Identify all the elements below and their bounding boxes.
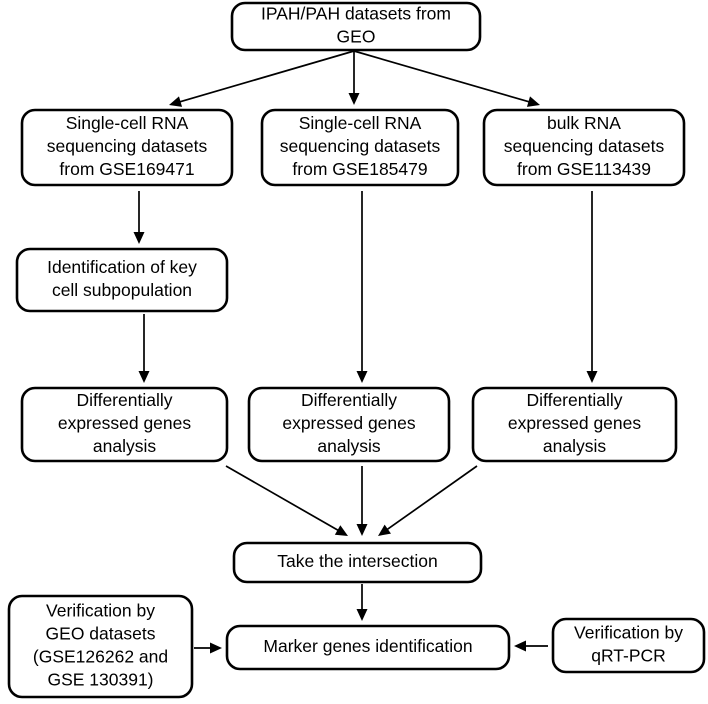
edge-deg3-to-intersect-arrowhead xyxy=(378,524,391,536)
edge-source-to-sc2 xyxy=(348,51,360,105)
verification-by-qrt-pcr-node-label-line-2: qRT-PCR xyxy=(591,646,666,666)
deg-analysis-left-node-label-line-2: expressed genes xyxy=(58,413,192,433)
verification-by-qrt-pcr-node-shape xyxy=(551,617,706,674)
deg-analysis-middle-node-label-line-2: expressed genes xyxy=(282,413,416,433)
marker-genes-identification-node-label-line-1: Marker genes identification xyxy=(263,636,472,656)
edge-verify-geo-to-marker-arrowhead xyxy=(210,642,222,654)
single-cell-gse169471-node-label-line-1: Single-cell RNA xyxy=(66,113,189,133)
deg-analysis-left-node-label-line-1: Differentially xyxy=(77,390,173,410)
bulk-rna-gse113439-node-label-line-1: bulk RNA xyxy=(547,113,621,133)
edge-bulk-to-deg3-arrowhead xyxy=(586,371,598,383)
verification-by-geo-datasets-node-shape xyxy=(7,594,194,699)
edges-layer xyxy=(133,50,598,654)
edge-deg1-to-intersect-arrowhead xyxy=(334,525,348,536)
edge-source-to-bulk xyxy=(353,50,540,107)
edge-verify-qrt-to-marker xyxy=(514,640,548,652)
verification-by-qrt-pcr-node-label-line-1: Verification by xyxy=(574,623,683,643)
single-cell-gse185479-node-label-line-1: Single-cell RNA xyxy=(299,113,422,133)
deg-analysis-left-node-shape xyxy=(20,386,229,463)
edge-source-to-sc1-arrowhead xyxy=(169,96,183,107)
deg-analysis-middle-node-label-line-3: analysis xyxy=(317,436,380,456)
single-cell-gse185479-node-label-line-3: from GSE185479 xyxy=(292,159,427,179)
edge-sc1-to-subpop-arrowhead xyxy=(133,232,145,244)
deg-analysis-right-node-label-line-2: expressed genes xyxy=(508,413,642,433)
key-cell-subpopulation-node[interactable]: Identification of key cell subpopulation xyxy=(15,247,229,313)
marker-genes-identification-node-shape xyxy=(225,624,511,671)
edge-source-to-sc2-arrowhead xyxy=(348,93,360,105)
edge-source-to-sc1 xyxy=(169,50,355,107)
deg-analysis-right-node-label-line-3: analysis xyxy=(543,436,606,456)
bulk-rna-gse113439-node[interactable]: bulk RNA sequencing datasets from GSE11343… xyxy=(482,108,686,187)
edge-bulk-to-deg3 xyxy=(586,191,598,383)
take-the-intersection-node[interactable]: Take the intersection xyxy=(232,541,483,584)
deg-analysis-left-node[interactable]: Differentially expressed genes analysis xyxy=(20,386,229,463)
single-cell-gse185479-node-shape xyxy=(260,108,460,187)
edge-subpop-to-deg1 xyxy=(138,314,150,383)
edge-sc2-to-deg2 xyxy=(356,191,368,383)
ipah-pah-datasets-node-label-line-2: GEO xyxy=(337,27,376,47)
edge-source-to-bulk-line xyxy=(353,50,531,104)
ipah-pah-datasets-node-shape xyxy=(230,1,482,52)
edge-verify-geo-to-marker xyxy=(194,642,222,654)
edge-deg2-to-intersect xyxy=(356,466,368,536)
key-cell-subpopulation-node-shape xyxy=(15,247,229,313)
single-cell-gse185479-node-label-line-2: sequencing datasets xyxy=(280,136,441,156)
deg-analysis-right-node-label-line-1: Differentially xyxy=(527,390,623,410)
verification-by-geo-datasets-node-label-line-3: (GSE126262 and xyxy=(33,647,168,667)
edge-source-to-sc1-line xyxy=(178,50,355,104)
edge-deg3-to-intersect-line xyxy=(385,465,478,531)
ipah-pah-datasets-node-label-line-1: IPAH/PAH datasets from xyxy=(261,4,451,24)
verification-by-geo-datasets-node-label-line-2: GEO datasets xyxy=(46,624,156,644)
edge-sc1-to-subpop xyxy=(133,191,145,244)
single-cell-gse169471-node-shape xyxy=(20,108,234,187)
edge-intersect-to-marker xyxy=(356,584,368,621)
deg-analysis-right-node-shape xyxy=(471,386,678,463)
edge-deg2-to-intersect-arrowhead xyxy=(356,524,368,536)
key-cell-subpopulation-node-label-line-2: cell subpopulation xyxy=(52,280,192,300)
key-cell-subpopulation-node-label-line-1: Identification of key xyxy=(47,257,197,277)
verification-by-geo-datasets-node-label-line-1: Verification by xyxy=(46,601,155,621)
single-cell-gse169471-node-label-line-3: from GSE169471 xyxy=(59,159,194,179)
edge-subpop-to-deg1-arrowhead xyxy=(138,371,150,383)
deg-analysis-right-node[interactable]: Differentially expressed genes analysis xyxy=(471,386,678,463)
verification-by-geo-datasets-node[interactable]: Verification by GEO datasets (GSE126262 an… xyxy=(7,594,194,699)
edge-deg1-to-intersect-line xyxy=(225,465,340,532)
deg-analysis-left-node-label-line-3: analysis xyxy=(93,436,156,456)
bulk-rna-gse113439-node-label-line-3: from GSE113439 xyxy=(517,159,651,179)
single-cell-gse169471-node[interactable]: Single-cell RNA sequencing datasets from G… xyxy=(20,108,234,187)
edge-deg1-to-intersect xyxy=(225,465,348,536)
bulk-rna-gse113439-node-label-line-2: sequencing datasets xyxy=(504,136,665,156)
verification-by-geo-datasets-node-label-line-4: GSE 130391) xyxy=(47,670,153,690)
take-the-intersection-node-label-line-1: Take the intersection xyxy=(277,551,438,571)
single-cell-gse169471-node-label-line-2: sequencing datasets xyxy=(47,136,208,156)
edge-source-to-bulk-arrowhead xyxy=(526,96,540,107)
edge-verify-qrt-to-marker-arrowhead xyxy=(514,640,526,652)
deg-analysis-middle-node-shape xyxy=(247,386,451,463)
edge-intersect-to-marker-arrowhead xyxy=(356,609,368,621)
verification-by-qrt-pcr-node[interactable]: Verification by qRT-PCR xyxy=(551,617,706,674)
edge-sc2-to-deg2-arrowhead xyxy=(356,371,368,383)
marker-genes-identification-node[interactable]: Marker genes identification xyxy=(225,624,511,671)
single-cell-gse185479-node[interactable]: Single-cell RNA sequencing datasets from G… xyxy=(260,108,460,187)
deg-analysis-middle-node[interactable]: Differentially expressed genes analysis xyxy=(247,386,451,463)
bulk-rna-gse113439-node-shape xyxy=(482,108,686,187)
take-the-intersection-node-shape xyxy=(232,541,483,584)
edge-deg3-to-intersect xyxy=(378,465,478,536)
deg-analysis-middle-node-label-line-1: Differentially xyxy=(301,390,397,410)
